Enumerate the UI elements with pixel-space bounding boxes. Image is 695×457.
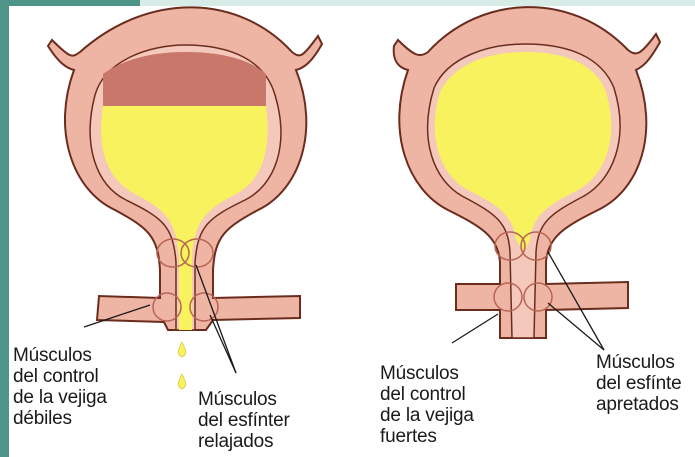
right-strong-pointer <box>452 314 498 343</box>
label-right-tight-sphincter: Músculos del esfínte apretados <box>596 352 695 415</box>
right-bladder-urine <box>435 52 611 252</box>
left-urine-drop-2 <box>178 374 186 389</box>
label-left-relaxed-sphincter: Músculos del esfínter relajados <box>198 389 290 452</box>
label-left-weak-control-muscles: Músculos del control de la vejiga débile… <box>13 345 107 429</box>
right-bladder <box>394 7 660 350</box>
left-relaxed-pointer-2 <box>210 315 236 373</box>
left-urine-drop-1 <box>178 342 186 357</box>
left-bladder <box>48 7 322 389</box>
label-right-strong-control-muscles: Músculos del control de la vejiga fuerte… <box>380 363 474 447</box>
